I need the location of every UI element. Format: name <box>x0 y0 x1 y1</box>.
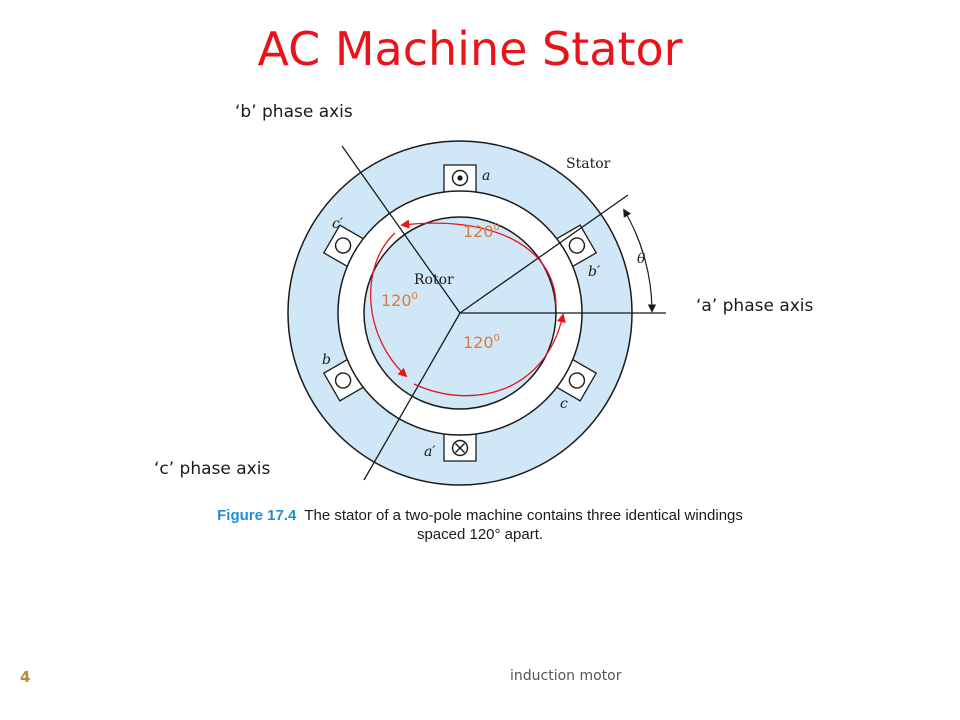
slot-c-conductor-circle <box>568 372 586 389</box>
slot-b-conductor <box>334 372 352 389</box>
slide-title: AC Machine Stator <box>257 22 683 76</box>
slot-label-a: a <box>482 168 490 184</box>
caption-line-2: spaced 120° apart. <box>416 526 544 543</box>
slot-label-a-prime: a′ <box>424 444 436 460</box>
slot-b-prime-conductor-circle <box>568 237 586 254</box>
b-phase-axis-line <box>341 145 461 314</box>
angle-label-top: 1200 <box>463 222 500 241</box>
page-number: 4 <box>20 668 31 686</box>
angle-arrow-ca <box>413 313 566 397</box>
slot-label-b-prime: b′ <box>588 264 601 280</box>
stator-label: Stator <box>566 156 611 172</box>
figure-number: Figure 17.4 <box>217 507 297 524</box>
c-phase-axis-label: ‘c’ phase axis <box>154 459 271 479</box>
slot-b-prime-conductor <box>568 237 586 254</box>
current-in-cross-icon <box>455 443 465 453</box>
rotor-label: Rotor <box>414 272 454 288</box>
theta-label: θ <box>637 251 646 267</box>
angle-label-bottom: 1200 <box>463 333 500 352</box>
b-phase-axis-label: ‘b’ phase axis <box>235 102 353 122</box>
a-phase-axis-label: ‘a’ phase axis <box>696 296 814 316</box>
theta-reference-line <box>459 194 629 314</box>
slot-label-c: c <box>560 396 568 412</box>
angle-arrow-ab <box>400 219 557 306</box>
slot-a-prime-conductor <box>451 439 469 457</box>
angle-arrow-bc <box>370 232 408 378</box>
slot-label-c-prime: c′ <box>332 216 344 232</box>
slot-label-b: b <box>322 352 331 368</box>
slot-c-conductor <box>568 372 586 389</box>
theta-arc <box>623 208 657 313</box>
angle-label-left: 1200 <box>381 291 418 310</box>
footer-text: induction motor <box>510 668 622 684</box>
caption-line-1: The stator of a two-pole machine contain… <box>304 507 743 524</box>
figure-caption: Figure 17.4 The stator of a two-pole mach… <box>150 506 810 544</box>
slot-c-prime-conductor <box>334 237 352 254</box>
c-phase-axis-line <box>363 312 461 481</box>
slot-conductors <box>334 169 586 457</box>
current-out-dot-icon <box>457 175 463 181</box>
slot-c-prime-conductor-circle <box>334 237 352 254</box>
slot-b-conductor-circle <box>334 372 352 389</box>
slot-a-conductor <box>451 169 469 187</box>
